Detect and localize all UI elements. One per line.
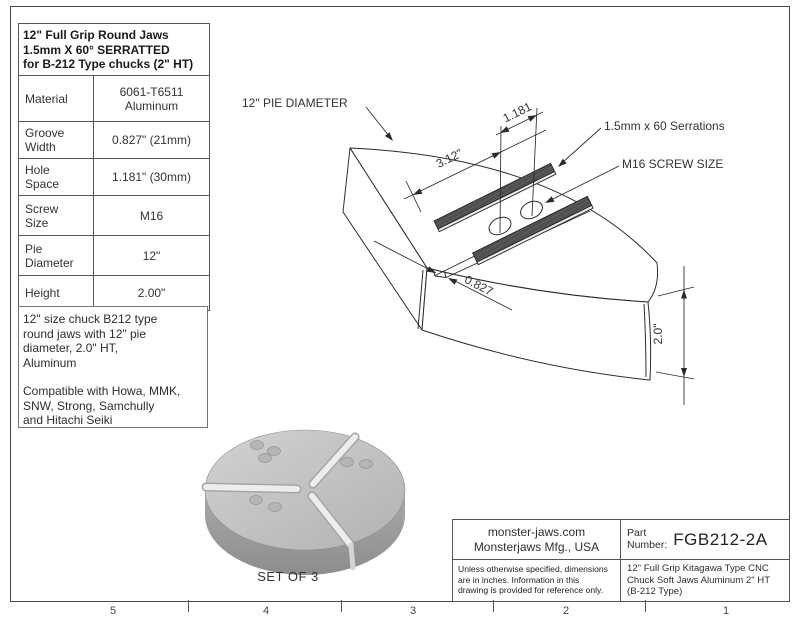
disk-side	[205, 490, 405, 575]
dim-text-height: 2.0"	[651, 324, 665, 345]
spec-value: 12"	[142, 248, 161, 263]
zone-tick	[645, 600, 646, 612]
serration-strip-lower-side	[476, 204, 594, 266]
arrowhead	[491, 152, 501, 159]
set-of-3-render	[201, 429, 406, 575]
part-description: 12" Full Grip Kitagawa Type CNC Chuck So…	[627, 563, 771, 598]
spec-label: Hole Space	[19, 159, 94, 195]
label-serrations: 1.5mm x 60 Serrations	[604, 119, 725, 133]
table-row: Pie Diameter 12"	[19, 236, 209, 276]
screw-holes	[488, 200, 543, 236]
description-paragraph: 12" size chuck B212 type round jaws with…	[23, 312, 158, 370]
sheet-border	[10, 6, 790, 602]
arrowhead	[545, 196, 555, 203]
zone-number-5: 5	[109, 605, 117, 617]
dimension-arrowheads	[384, 115, 687, 377]
serration-strips	[433, 162, 594, 266]
company-name: monster-jaws.com Monsterjaws Mfg., USA	[453, 520, 621, 559]
title-block: monster-jaws.com Monsterjaws Mfg., USA P…	[452, 519, 790, 602]
zone-number-3: 3	[409, 605, 417, 617]
spec-title: 12" Full Grip Round Jaws 1.5mm X 60° SER…	[19, 24, 209, 76]
spec-label: Screw Size	[19, 196, 94, 235]
zone-tick	[188, 600, 189, 612]
arrowhead	[681, 368, 687, 377]
table-row: Hole Space 1.181" (30mm)	[19, 159, 209, 196]
arrowhead	[500, 126, 510, 133]
arrowhead	[413, 188, 423, 195]
spec-value: 6061-T6511 Aluminum	[119, 84, 184, 113]
dimension-lines	[365, 106, 695, 405]
dim-text-1181: 1.181	[501, 99, 534, 125]
arrowhead	[426, 266, 436, 273]
serration-strip-upper-side	[437, 170, 557, 233]
arrowhead	[384, 132, 393, 141]
screw-hole-right	[520, 200, 543, 220]
spec-value: M16	[139, 208, 164, 223]
table-row: Screw Size M16	[19, 196, 209, 236]
spec-label: Material	[19, 76, 94, 121]
compatibility-paragraph: Compatible with Howa, MMK, SNW, Strong, …	[23, 384, 181, 427]
arrowhead	[681, 289, 687, 299]
table-row: Groove Width 0.827" (21mm)	[19, 122, 209, 159]
zone-number-1: 1	[722, 605, 730, 617]
zone-tick	[341, 600, 342, 612]
dimension-line-0827	[373, 240, 513, 311]
spec-value: 0.827" (21mm)	[112, 133, 191, 147]
disk-cuts	[201, 432, 360, 571]
spec-label: Height	[19, 276, 94, 310]
zone-tick	[493, 600, 494, 612]
jaw-front-face	[421, 267, 652, 381]
zone-number-4: 4	[262, 605, 270, 617]
apex-edge-line	[417, 269, 424, 330]
dimension-line-312	[403, 129, 547, 200]
set-of-3-caption: SET OF 3	[257, 569, 319, 584]
table-row: Height 2.00"	[19, 276, 209, 310]
arrowhead	[448, 278, 458, 285]
disk-holes	[249, 440, 373, 512]
zone-number-2: 2	[562, 605, 570, 617]
label-screw-size: M16 SCREW SIZE	[622, 157, 723, 171]
spec-value: 1.181" (30mm)	[112, 170, 191, 184]
extension-lines	[405, 107, 695, 380]
leader-lines	[365, 106, 620, 201]
right-edge-line	[643, 303, 647, 378]
part-number-value: FGB212-2A	[673, 529, 768, 549]
label-pie-diameter: 12" PIE DIAMETER	[242, 96, 348, 110]
spec-label: Pie Diameter	[19, 236, 94, 275]
arrowhead	[527, 115, 537, 122]
spec-value: 2.00"	[137, 286, 166, 300]
table-row: Material 6061-T6511 Aluminum	[19, 76, 209, 122]
spec-label: Groove Width	[19, 122, 94, 158]
arrowhead	[558, 158, 567, 167]
groove-notch	[432, 269, 447, 278]
disclaimer-text: Unless otherwise specified, dimensions a…	[453, 560, 621, 601]
description-box: 12" size chuck B212 type round jaws with…	[18, 306, 208, 428]
part-number-label: Part Number:	[627, 527, 668, 551]
